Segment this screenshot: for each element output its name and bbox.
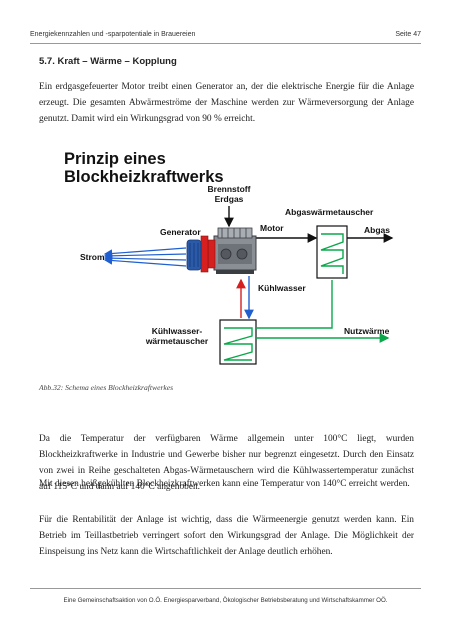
label-kuehlwasser: Kühlwasser: [258, 283, 306, 293]
paragraph-temperature: Da die Temperatur der verfügbaren Wärme …: [39, 434, 414, 492]
section-title: 5.7. Kraft – Wärme – Kopplung: [39, 56, 177, 67]
paragraph-intro: Ein erdgasgefeuerter Motor treibt einen …: [39, 82, 414, 124]
footer-divider: [30, 588, 421, 589]
label-strom: Strom: [80, 252, 105, 262]
strom-arrows: [103, 247, 187, 267]
label-erdgas: Erdgas: [215, 194, 244, 204]
paragraph-hot-cooled: Mit diesen heißgekühlten Blockheizkraftw…: [39, 479, 410, 489]
diagram-title-line1: Prinzip eines: [64, 150, 166, 168]
label-nutzwaerme: Nutzwärme: [344, 326, 390, 336]
label-brennstoff: Brennstoff: [208, 184, 251, 194]
page-number: Seite 47: [395, 31, 421, 38]
page-footer: Eine Gemeinschaftsaktion von O.Ö. Energi…: [63, 597, 388, 604]
label-generator: Generator: [160, 227, 201, 237]
diagram-title-line2: Blockheizkraftwerks: [64, 168, 224, 186]
page-header: Energiekennzahlen und -sparpotentiale in…: [30, 31, 421, 38]
coolant-heat-exchanger: [219, 319, 257, 365]
label-kuehlwasser-wt-line1: Kühlwasser-: [152, 326, 203, 336]
exhaust-heat-exchanger: [316, 225, 348, 279]
header-divider: [30, 43, 421, 44]
label-kuehlwasser-wt-line2: wärmetauscher: [145, 336, 209, 346]
figure-caption: Abb.32: Schema eines Blockheizkraftwerke…: [39, 383, 174, 392]
heat-circuit-line: [256, 280, 333, 329]
header-title: Energiekennzahlen und -sparpotentiale in…: [30, 31, 196, 38]
engine-icon: [213, 227, 257, 274]
generator-icon: [186, 235, 216, 273]
paragraph-profitability: Für die Rentabilität der Anlage ist wich…: [39, 515, 414, 557]
label-motor: Motor: [260, 223, 284, 233]
label-abgaswaermetauscher: Abgaswärmetauscher: [285, 207, 374, 217]
label-abgas: Abgas: [364, 225, 390, 235]
chp-diagram: Prinzip eines Blockheizkraftwerks Brenns…: [64, 150, 394, 365]
